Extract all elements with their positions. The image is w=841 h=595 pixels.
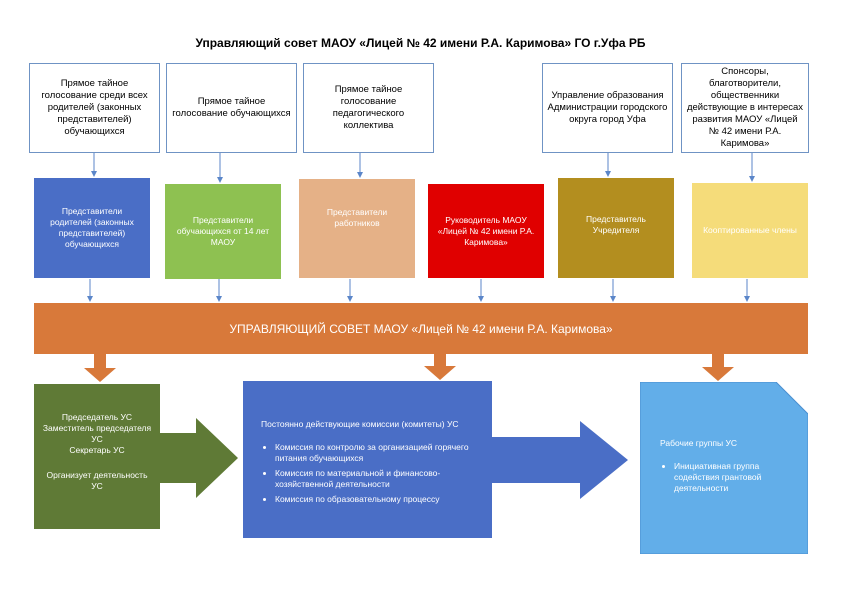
rep-label: Представители работников xyxy=(326,207,388,228)
source-sponsors: Спонсоры, благотворители, общественники … xyxy=(681,63,809,153)
council-band-label: УПРАВЛЯЮЩИЙ СОВЕТ МАОУ «Лицей № 42 имени… xyxy=(229,321,613,336)
leadership-line: Секретарь УС xyxy=(69,445,125,455)
leadership-box: Председатель УС Заместитель председателя… xyxy=(34,384,160,529)
commissions-list: Комиссия по контролю за организацией гор… xyxy=(261,442,482,505)
working-groups-list: Инициативная группа содействия грантовой… xyxy=(660,461,796,494)
working-groups-box: Рабочие группы УС Инициативная группа со… xyxy=(640,382,808,554)
commissions-right-arrow xyxy=(490,421,628,499)
commission-item: Комиссия по материальной и финансово-хоз… xyxy=(275,468,482,490)
rep-students: Представители обучающихся от 14 лет МАОУ xyxy=(165,184,281,279)
rep-coopted: Кооптированные члены xyxy=(692,183,808,278)
working-groups-heading: Рабочие группы УС xyxy=(660,438,737,448)
source-label: Прямое тайное голосование среди всех род… xyxy=(41,78,148,137)
leadership-line: Заместитель председателя УС xyxy=(42,423,152,444)
source-label: Прямое тайное голосование обучающихся xyxy=(172,96,291,119)
rep-label: Руководитель МАОУ «Лицей № 42 имени Р.А.… xyxy=(437,214,535,247)
commissions-box: Постоянно действующие комиссии (комитеты… xyxy=(243,381,492,538)
rep-founder: Представитель Учредителя xyxy=(558,178,674,278)
band-down-arrow xyxy=(424,354,456,380)
commission-item: Комиссия по контролю за организацией гор… xyxy=(275,442,482,464)
rep-label: Представители обучающихся от 14 лет МАОУ xyxy=(176,215,270,247)
source-parents-vote: Прямое тайное голосование среди всех род… xyxy=(29,63,160,153)
commissions-heading: Постоянно действующие комиссии (комитеты… xyxy=(261,419,459,429)
commission-item: Комиссия по образовательному процессу xyxy=(275,494,482,505)
diagram-title: Управляющий совет МАОУ «Лицей № 42 имени… xyxy=(195,36,646,50)
rep-label: Кооптированные члены xyxy=(703,225,797,235)
source-staff-vote: Прямое тайное голосование педагогическог… xyxy=(303,63,434,153)
band-down-arrow xyxy=(702,354,734,381)
working-group-item: Инициативная группа содействия грантовой… xyxy=(674,461,796,494)
band-down-arrow xyxy=(84,354,116,382)
rep-staff: Представители работников xyxy=(299,179,415,278)
leadership-right-arrow xyxy=(158,418,238,498)
leadership-line: Председатель УС xyxy=(61,412,133,422)
folded-page-shape xyxy=(640,382,808,554)
rep-director: Руководитель МАОУ «Лицей № 42 имени Р.А.… xyxy=(428,184,544,278)
source-students-vote: Прямое тайное голосование обучающихся xyxy=(166,63,297,153)
source-education-department: Управление образования Администрации гор… xyxy=(542,63,673,153)
source-label: Прямое тайное голосование педагогическог… xyxy=(332,84,405,131)
rep-label: Представители родителей (законных предст… xyxy=(50,206,134,249)
rep-label: Представитель Учредителя xyxy=(585,214,646,235)
rep-parents: Представители родителей (законных предст… xyxy=(34,178,150,278)
source-label: Управление образования Администрации гор… xyxy=(547,90,668,125)
council-band: УПРАВЛЯЮЩИЙ СОВЕТ МАОУ «Лицей № 42 имени… xyxy=(34,303,808,354)
source-label: Спонсоры, благотворители, общественники … xyxy=(686,66,804,149)
leadership-role: Организует деятельность УС xyxy=(46,470,148,491)
